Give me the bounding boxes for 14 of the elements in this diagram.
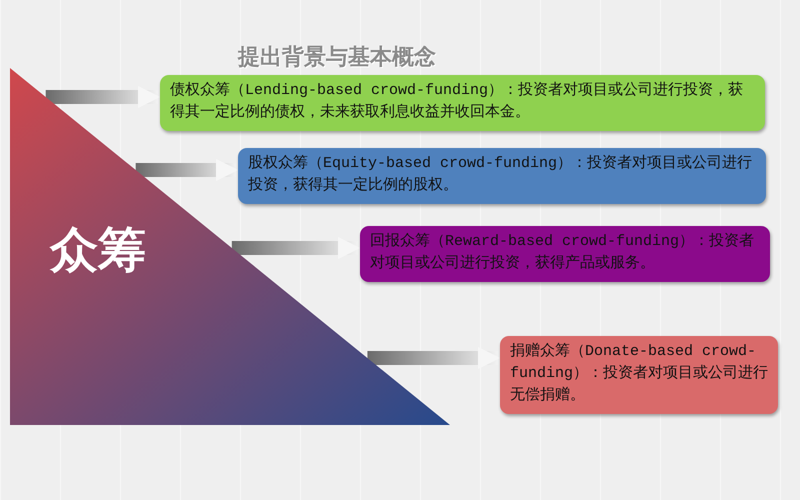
arrow (232, 236, 360, 260)
center-label: 众筹 (50, 221, 146, 280)
description-text: 捐赠众筹（Donate-based crowd-funding）：投资者对项目或公司进行无偿捐赠。 (510, 342, 768, 406)
arrow (367, 346, 500, 370)
description-text: 回报众筹（Reward-based crowd-funding）：投资者对项目或公司进行投资，获得产品或服务。 (370, 232, 756, 274)
slide-title: 提出背景与基本概念 (238, 44, 436, 72)
arrow (46, 86, 160, 108)
description-text: 股权众筹（Equity-based crowd-funding）：投资者对项目或公司进行投资，获得其一定比例的股权。 (248, 154, 754, 196)
category-box (500, 336, 778, 414)
description-text: 债权众筹（Lending-based crowd-funding）：投资者对项目或公司进行投资，获得其一定比例的债权，未来获取利息收益并收回本金。 (170, 80, 744, 123)
category-box (160, 75, 765, 131)
arrow (136, 158, 238, 182)
category-box (238, 148, 766, 204)
category-box (360, 226, 770, 282)
